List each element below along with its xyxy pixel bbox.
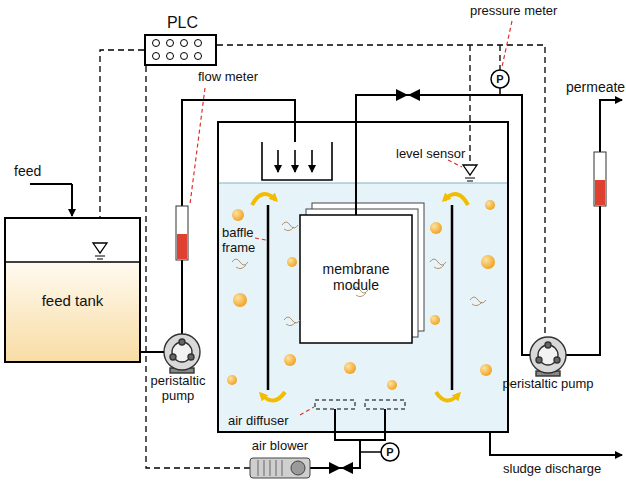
plc-box: PLC (144, 34, 217, 66)
callout-label: level sensor (396, 147, 465, 162)
callout-label: flow meter (198, 70, 258, 85)
peristaltic-pump: peristaltic pump (164, 334, 200, 370)
membrane-module: membrane module (300, 215, 412, 343)
node-text: feed tank (42, 292, 104, 309)
feed-tank: feed tank (5, 218, 140, 362)
callout-label: baffle frame (222, 226, 256, 256)
callout-label: air diffuser (228, 414, 288, 429)
node-text: peristaltic pump (502, 377, 593, 392)
node-text: air blower (252, 439, 308, 454)
callout-label: pressure meter (470, 4, 557, 19)
signal-line (100, 50, 144, 218)
stream-label: sludge discharge (503, 462, 601, 477)
stream-label: feed (14, 163, 41, 179)
node-text: membrane module (316, 261, 396, 293)
gauge-letter: P (496, 73, 503, 86)
air-blower: air blower (250, 458, 310, 478)
gauge-letter: P (386, 446, 393, 459)
peristaltic-pump: peristaltic pump (530, 337, 566, 373)
pipe-line (356, 95, 530, 355)
node-text: peristaltic pump (145, 374, 211, 404)
stream-label: permeate (566, 79, 625, 95)
pipe-line (140, 351, 164, 353)
node-text: PLC (167, 14, 198, 32)
